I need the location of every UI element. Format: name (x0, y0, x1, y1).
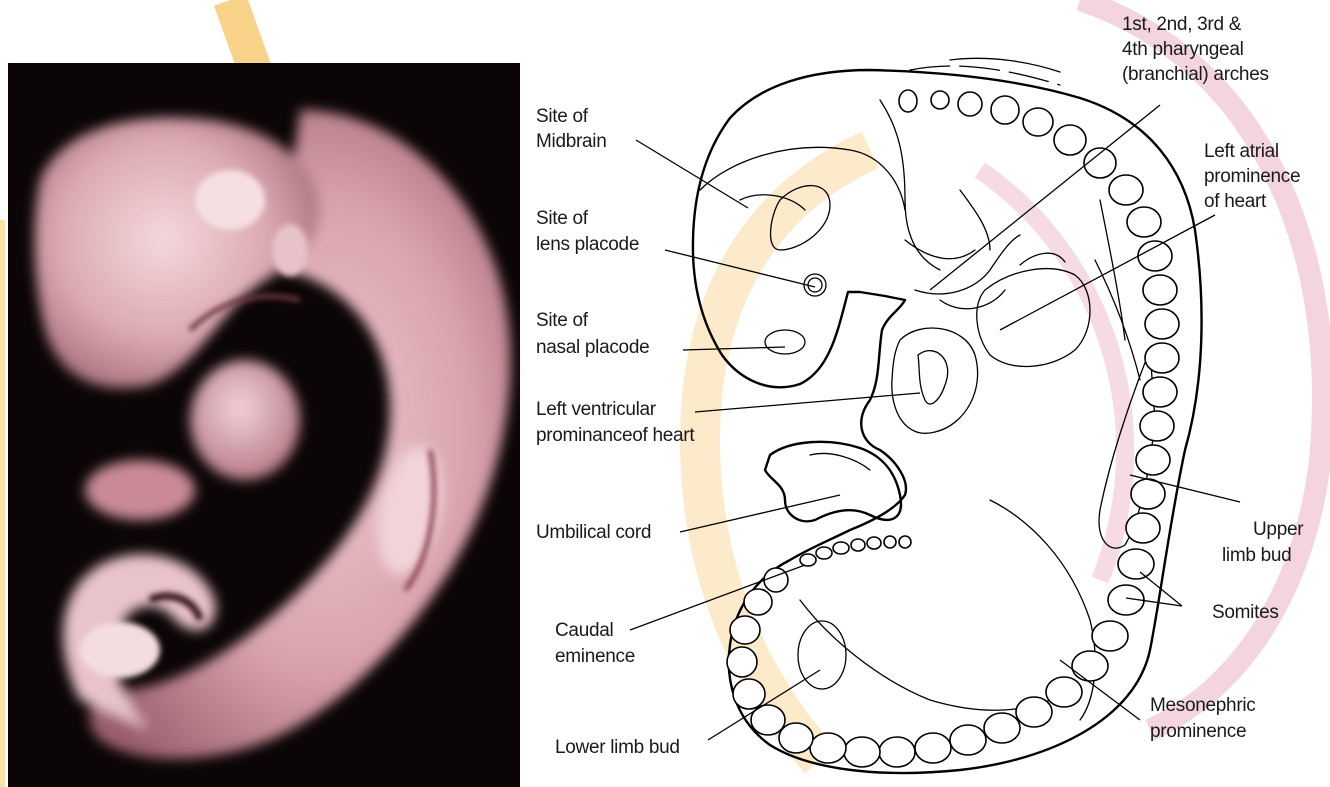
label-pharyngeal-arches: 1st, 2nd, 3rd & 4th pharyngeal (branchia… (1122, 14, 1269, 85)
umbilical-inner (810, 453, 870, 470)
embryo-line-drawing: 1st, 2nd, 3rd & 4th pharyngeal (branchia… (536, 14, 1308, 773)
arch-4 (960, 190, 990, 250)
ventricle-inner (918, 351, 948, 404)
leader-ventricular (695, 393, 920, 412)
left-ventricular-prominence (892, 328, 978, 433)
label-lower-limb-bud: Lower limb bud (555, 737, 680, 758)
nasal-placode (765, 330, 805, 354)
amnion-dashed-line (910, 66, 1060, 85)
amnion-line (950, 58, 1060, 72)
label-nasal-placode: Site of nasal placode (536, 310, 649, 358)
label-umbilical-cord: Umbilical cord (536, 522, 651, 543)
label-left-ventricular-prominence: Left ventricular prominanceof heart (536, 399, 695, 446)
caudal-somites (800, 536, 911, 566)
label-caudal-eminence: Caudal eminence (555, 620, 635, 667)
inner-curve (800, 600, 1070, 710)
leader-atrial (1000, 215, 1215, 330)
embryo-photograph (8, 63, 520, 787)
leader-midbrain (636, 140, 748, 208)
label-lens-placode: Site of lens placode (536, 208, 639, 255)
arch-1 (905, 240, 975, 259)
watermark-orange-stroke (230, 0, 255, 70)
label-somites: Somites (1212, 602, 1279, 623)
lens-placode-inner (808, 278, 822, 292)
label-midbrain: Site of Midbrain (536, 106, 606, 152)
